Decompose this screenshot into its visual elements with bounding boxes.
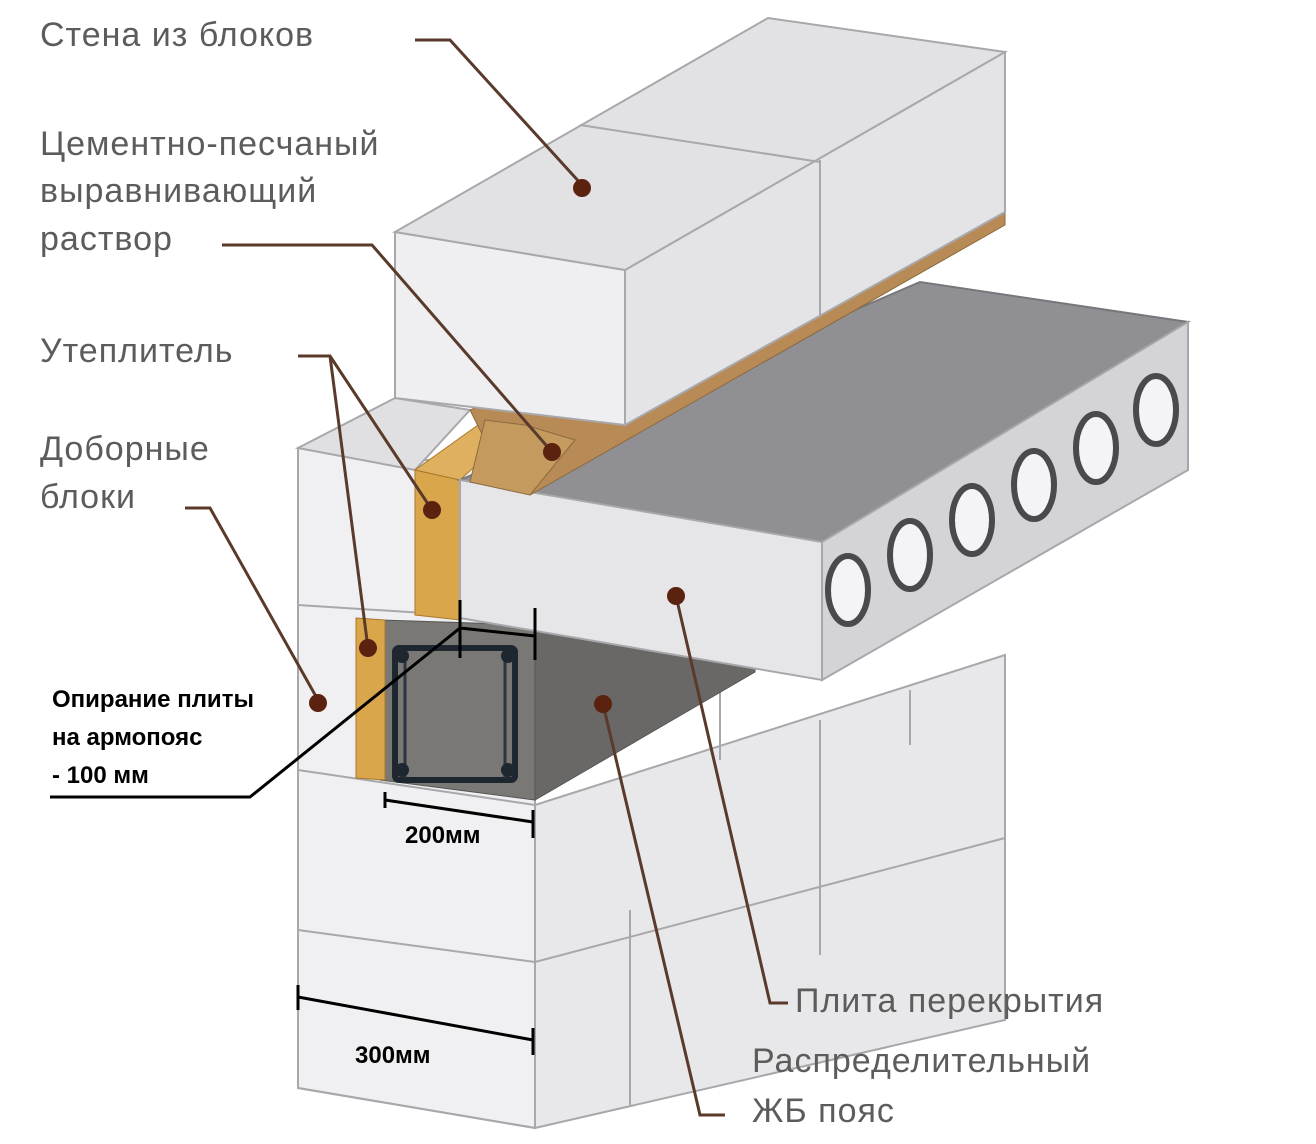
label-mortar-line3: раствор [40, 220, 173, 258]
dot-extra-blocks [309, 694, 327, 712]
label-support-line2: на армопояс [52, 724, 203, 751]
dimension-lines [50, 600, 537, 1055]
leader-lines [185, 38, 788, 1117]
slab-hollow-cores [825, 373, 1179, 627]
label-support-line3: - 100 мм [52, 762, 149, 789]
leader-dots [309, 179, 685, 713]
labels: Стена из блоков Цементно-песчаный выравн… [40, 16, 1104, 1130]
leader-insulation-2 [328, 355, 370, 649]
mortar-end [469, 419, 576, 496]
label-extra-blocks-line2: блоки [40, 478, 136, 516]
dot-slab [667, 587, 685, 605]
label-extra-blocks-line1: Доборные [40, 430, 210, 468]
leader-support [50, 626, 461, 799]
dim-belt-width: 200мм [405, 822, 481, 849]
label-belt-line1: Распределительный [752, 1042, 1091, 1080]
leader-mortar [222, 243, 554, 453]
label-wall: Стена из блоков [40, 16, 314, 54]
leader-extra-blocks [185, 506, 320, 701]
leader-slab [674, 595, 788, 1005]
label-support-line1: Опирание плиты [52, 686, 254, 713]
concrete-belt [379, 619, 756, 801]
leader-belt [601, 703, 725, 1117]
leader-wall [415, 38, 584, 187]
floor-slab [456, 280, 1191, 682]
upper-wall [392, 16, 1009, 427]
dot-insulation-lower [359, 639, 377, 657]
label-insulation: Утеплитель [40, 332, 233, 370]
dot-wall [573, 179, 591, 197]
label-mortar-line1: Цементно-песчаный [40, 125, 379, 163]
dot-insulation-upper [423, 501, 441, 519]
dim-wall-width: 300мм [355, 1042, 431, 1069]
dot-mortar [543, 443, 561, 461]
dot-belt [594, 695, 612, 713]
label-mortar-line2: выравнивающий [40, 172, 317, 210]
label-slab: Плита перекрытия [795, 982, 1104, 1020]
label-belt-line2: ЖБ пояс [752, 1092, 895, 1130]
